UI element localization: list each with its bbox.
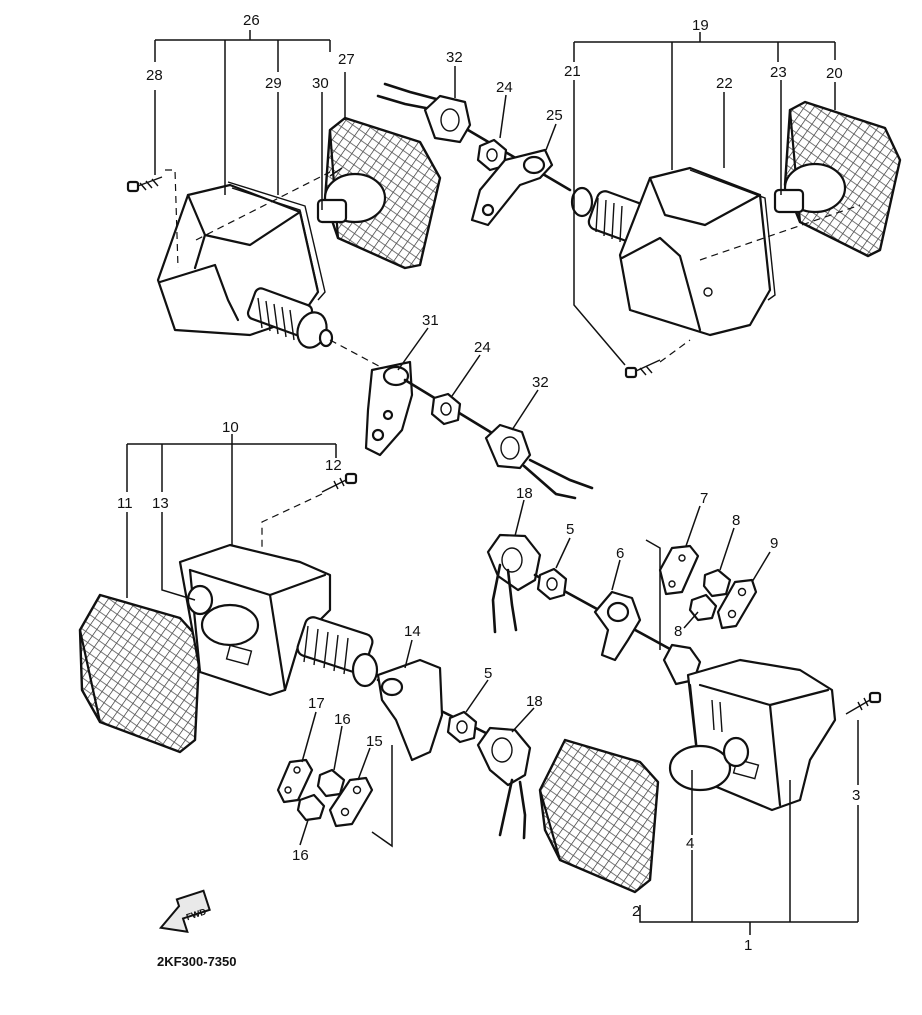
bottom-left-turn-signal-assembly (78, 472, 379, 754)
lens-2 (538, 738, 660, 894)
label-24-lower: 24 (474, 339, 491, 356)
label-31: 31 (422, 312, 439, 329)
label-26: 26 (243, 12, 260, 29)
stem-spring (246, 287, 334, 349)
diagram-code: 2KF300-7350 (157, 954, 237, 969)
nut-24 (430, 392, 462, 426)
bottom-right-turn-signal-assembly (538, 658, 882, 894)
top-left-turn-signal-assembly (126, 116, 442, 349)
bulb-13 (186, 584, 260, 647)
label-16-top: 16 (334, 711, 351, 728)
nut-5 (536, 567, 568, 601)
socket-18 (476, 726, 532, 787)
collar-16 (296, 768, 346, 822)
label-28: 28 (146, 67, 163, 84)
label-21: 21 (564, 63, 581, 80)
grommet-32 (423, 94, 472, 144)
label-23: 23 (770, 64, 787, 81)
part-number-labels: 26 28 29 30 27 32 24 25 19 21 22 23 20 3… (117, 12, 860, 954)
forward-arrow-icon: FWD (158, 889, 211, 934)
leader-lines (126, 30, 859, 935)
upper-mounting-chain (329, 339, 594, 500)
label-22: 22 (716, 75, 733, 92)
gasket-30 (227, 181, 326, 301)
screw-21 (624, 359, 661, 379)
label-5-left: 5 (484, 665, 492, 682)
bracket-6 (593, 590, 642, 662)
label-30: 30 (312, 75, 329, 92)
label-4: 4 (686, 835, 694, 852)
label-13: 13 (152, 495, 169, 512)
label-1: 1 (744, 937, 752, 954)
label-14: 14 (404, 623, 421, 640)
label-18-right: 18 (516, 485, 533, 502)
label-8-top: 8 (732, 512, 740, 529)
plate-15 (328, 776, 374, 828)
socket-18 (486, 533, 542, 592)
screw-3 (845, 691, 882, 715)
label-24-top: 24 (496, 79, 513, 96)
gasket-23 (689, 169, 776, 301)
label-20: 20 (826, 65, 843, 82)
label-7: 7 (700, 490, 708, 507)
lens-11 (78, 593, 202, 754)
label-19: 19 (692, 17, 709, 34)
label-12: 12 (325, 457, 342, 474)
label-27: 27 (338, 51, 355, 68)
bulb-4 (668, 736, 750, 792)
bulb-28 (316, 167, 387, 224)
grommet-32 (484, 423, 532, 470)
label-11: 11 (117, 495, 133, 512)
label-16-bottom: 16 (292, 847, 309, 864)
label-15: 15 (366, 733, 383, 750)
label-29: 29 (265, 75, 282, 92)
screw-12 (321, 472, 358, 493)
label-32-top: 32 (446, 49, 463, 66)
bracket-14 (376, 658, 444, 762)
label-5-right: 5 (566, 521, 574, 538)
label-6: 6 (616, 545, 624, 562)
plate-17 (276, 758, 314, 804)
bottom-left-mounting-chain (276, 658, 532, 848)
label-3: 3 (852, 787, 860, 804)
bottom-right-mounting-chain (486, 533, 758, 686)
top-center-mounting-chain (376, 82, 572, 227)
label-32-lower: 32 (532, 374, 549, 391)
label-10: 10 (222, 419, 239, 436)
label-18-left: 18 (526, 693, 543, 710)
label-2: 2 (632, 903, 640, 920)
nut-5 (446, 710, 478, 744)
top-right-turn-signal-assembly (570, 100, 902, 379)
plate-9 (716, 578, 758, 630)
screw-28 (126, 176, 163, 193)
label-25: 25 (546, 107, 563, 124)
plate-7 (658, 544, 700, 596)
label-8-bottom: 8 (674, 623, 682, 640)
bulb-20 (773, 162, 847, 214)
label-9: 9 (770, 535, 778, 552)
label-17: 17 (308, 695, 325, 712)
stem-spring (296, 616, 379, 688)
